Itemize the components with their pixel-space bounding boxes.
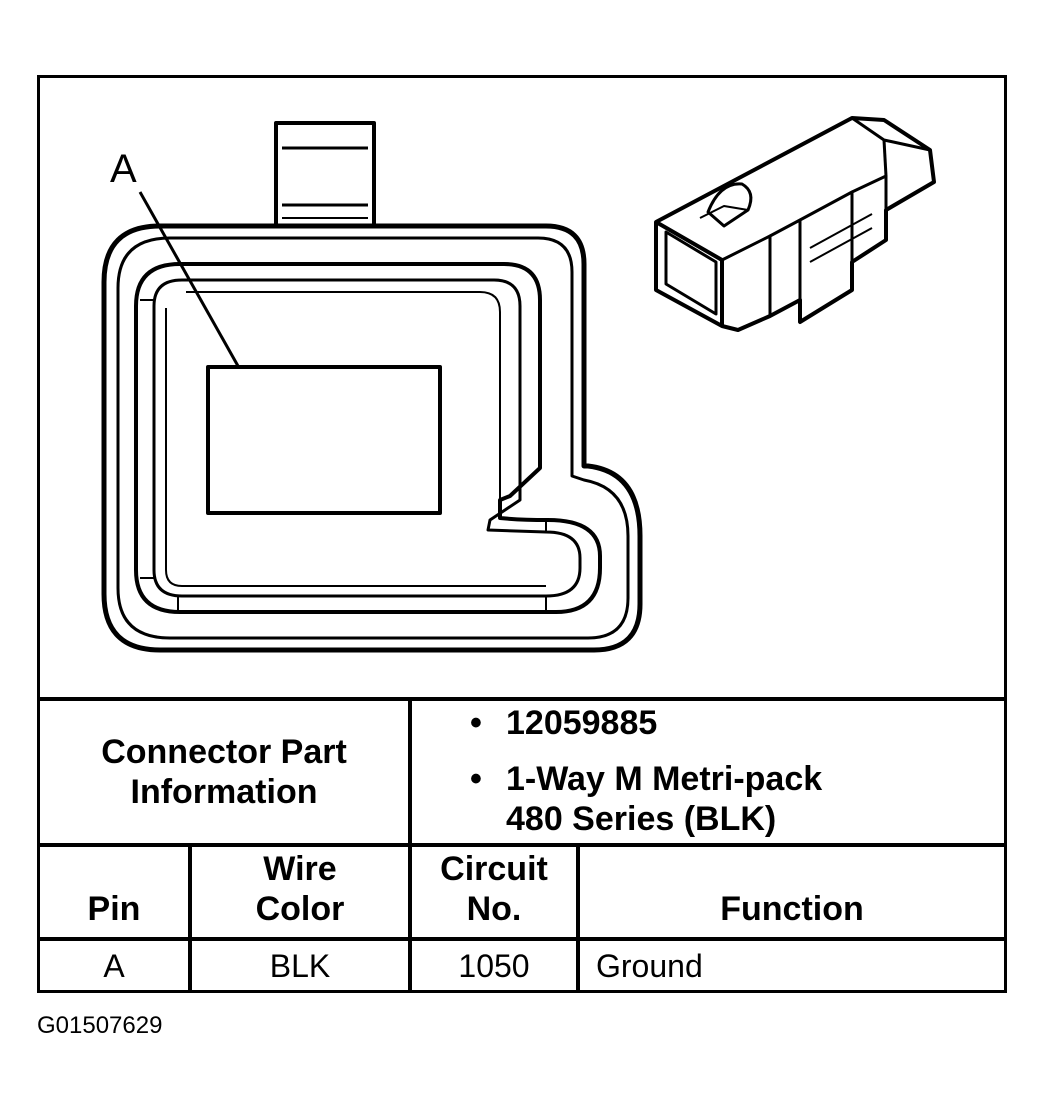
- cell-wire-color: BLK: [269, 948, 331, 984]
- table-rule-2: [37, 843, 1007, 847]
- connector-face-view: [101, 121, 643, 653]
- table-rule-3: [37, 937, 1007, 941]
- cell-pin: A: [103, 948, 125, 984]
- table-top-rule: [37, 697, 1007, 701]
- table-vrule-circuit: [576, 845, 580, 991]
- header-pin: Pin: [87, 890, 141, 928]
- list-item: • 1-Way M Metri-pack 480 Series (BLK): [470, 760, 823, 838]
- part-number: 12059885: [506, 704, 658, 742]
- cell-circuit-no: 1050: [458, 948, 530, 984]
- table-vrule-pin: [188, 845, 192, 991]
- header-function: Function: [720, 890, 864, 928]
- connector-isometric-view: [654, 116, 936, 332]
- header-wire-color: Wire Color: [255, 850, 345, 928]
- diagram-frame: [37, 75, 1007, 993]
- table-vrule-info: [408, 699, 412, 991]
- list-item: • 12059885: [470, 704, 658, 742]
- connector-part-list: • 12059885 • 1-Way M Metri-pack 480 Seri…: [470, 703, 822, 855]
- connector-part-label: Connector Part Information: [101, 733, 347, 811]
- figure-id: G01507629: [37, 1012, 163, 1039]
- connector-description: 1-Way M Metri-pack 480 Series (BLK): [506, 760, 823, 838]
- header-circuit-no: Circuit No.: [440, 850, 548, 928]
- callout-label-a: A: [110, 147, 137, 191]
- cell-function: Ground: [596, 948, 703, 984]
